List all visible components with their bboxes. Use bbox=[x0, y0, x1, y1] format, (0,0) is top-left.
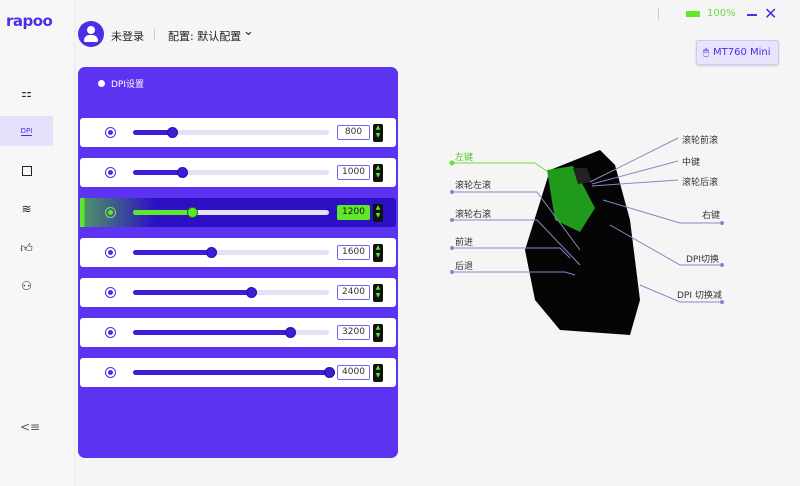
dpi-value-input[interactable]: 2400 bbox=[337, 285, 370, 300]
chevron-down-icon[interactable]: ⌄ bbox=[243, 24, 254, 39]
sidebar-item-dpi[interactable]: DPI bbox=[0, 116, 53, 146]
dpi-level-radio[interactable] bbox=[105, 127, 116, 138]
dpi-slider[interactable] bbox=[133, 207, 329, 218]
dpi-stepper[interactable]: ▲▼ bbox=[373, 364, 383, 382]
login-status[interactable]: 未登录 bbox=[111, 30, 144, 43]
slider-fill bbox=[133, 370, 329, 375]
thumbs-up-icon: 👍︎ bbox=[20, 240, 33, 255]
slider-thumb[interactable] bbox=[245, 287, 257, 298]
dpi-level-row[interactable]: 1000▲▼ bbox=[80, 158, 396, 187]
dpi-level-row[interactable]: 1600▲▼ bbox=[80, 238, 396, 267]
label-back[interactable]: 后退 bbox=[455, 262, 474, 272]
slider-thumb[interactable] bbox=[324, 367, 335, 378]
close-button[interactable]: ✕ bbox=[764, 4, 778, 23]
dpi-panel-title: DPI设置 bbox=[98, 77, 144, 90]
slider-thumb[interactable] bbox=[186, 207, 198, 218]
dpi-level-row[interactable]: 4000▲▼ bbox=[80, 358, 396, 387]
dpi-value-input[interactable]: 1000 bbox=[337, 165, 370, 180]
dpi-slider[interactable] bbox=[133, 327, 329, 338]
mouse-wheel bbox=[573, 168, 592, 184]
dpi-stepper[interactable]: ▲▼ bbox=[373, 244, 383, 262]
collapse-sidebar-icon[interactable]: <≡ bbox=[20, 420, 41, 434]
label-middle[interactable]: 中键 bbox=[682, 158, 701, 168]
dpi-slider[interactable] bbox=[133, 167, 329, 178]
label-right-button[interactable]: 右键 bbox=[702, 211, 721, 221]
label-dpi-switch[interactable]: DPI切换 bbox=[686, 255, 720, 265]
user-icon: ⚇ bbox=[21, 279, 32, 293]
slider-thumb[interactable] bbox=[284, 327, 296, 338]
slider-thumb[interactable] bbox=[167, 127, 179, 138]
dpi-level-radio[interactable] bbox=[105, 327, 116, 338]
config-selector[interactable]: 配置: 默认配置 bbox=[168, 30, 242, 43]
device-name: MT760 Mini bbox=[713, 47, 771, 58]
dot-icon bbox=[98, 80, 105, 87]
label-left-button[interactable]: 左键 bbox=[455, 153, 474, 163]
mouse-wireless-icon: 🖱︎ bbox=[703, 47, 709, 58]
dpi-slider[interactable] bbox=[133, 367, 335, 378]
mouse-left-button bbox=[547, 166, 595, 232]
dpi-level-radio[interactable] bbox=[105, 247, 116, 258]
dpi-level-row[interactable]: 800▲▼ bbox=[80, 118, 396, 147]
dpi-value-input[interactable]: 1200 bbox=[337, 205, 370, 220]
label-scroll-left[interactable]: 滚轮左滚 bbox=[455, 181, 492, 191]
dpi-level-radio[interactable] bbox=[105, 287, 116, 298]
minimize-button[interactable] bbox=[747, 14, 757, 16]
dpi-stepper[interactable]: ▲▼ bbox=[373, 324, 383, 342]
chart-icon bbox=[21, 166, 32, 176]
slider-fill bbox=[133, 170, 182, 175]
sidebar-item-home[interactable]: ⚏ bbox=[0, 78, 53, 108]
dpi-level-radio[interactable] bbox=[105, 167, 116, 178]
dpi-stepper[interactable]: ▲▼ bbox=[373, 164, 383, 182]
slider-fill bbox=[133, 130, 173, 135]
dpi-level-row[interactable]: 3200▲▼ bbox=[80, 318, 396, 347]
dpi-value-input[interactable]: 3200 bbox=[337, 325, 370, 340]
dpi-level-row[interactable]: 2400▲▼ bbox=[80, 278, 396, 307]
dpi-slider[interactable] bbox=[133, 247, 329, 258]
battery-level: 100% bbox=[707, 8, 736, 19]
rapoo-logo: rapoo bbox=[6, 12, 53, 30]
dpi-level-radio[interactable] bbox=[105, 367, 116, 378]
mouse-diagram bbox=[449, 137, 724, 335]
label-scroll-down[interactable]: 滚轮后滚 bbox=[682, 178, 719, 188]
sidebar-item-profiles[interactable]: ≋ bbox=[0, 194, 53, 224]
dpi-level-radio[interactable] bbox=[105, 207, 116, 218]
dpi-icon: DPI bbox=[20, 126, 33, 136]
dpi-stepper[interactable]: ▲▼ bbox=[373, 124, 383, 142]
label-scroll-right[interactable]: 滚轮右滚 bbox=[455, 210, 492, 220]
slider-fill bbox=[133, 250, 212, 255]
sidebar-item-account[interactable]: ⚇ bbox=[0, 271, 53, 301]
divider bbox=[154, 29, 155, 40]
dpi-value-input[interactable]: 4000 bbox=[337, 365, 370, 380]
slider-thumb[interactable] bbox=[177, 167, 188, 178]
slider-fill bbox=[133, 210, 192, 215]
sidebar-item-stats[interactable] bbox=[0, 156, 53, 186]
layers-icon: ≋ bbox=[21, 202, 32, 216]
label-dpi-down[interactable]: DPI 切换减 bbox=[677, 291, 722, 301]
dpi-value-input[interactable]: 1600 bbox=[337, 245, 370, 260]
grid-icon: ⚏ bbox=[21, 86, 32, 100]
dpi-value-input[interactable]: 800 bbox=[337, 125, 370, 140]
dpi-level-row[interactable]: 1200▲▼ bbox=[80, 198, 396, 227]
avatar[interactable] bbox=[78, 21, 104, 47]
sidebar-item-recommend[interactable]: 👍︎ bbox=[0, 233, 53, 263]
slider-fill bbox=[133, 330, 290, 335]
dpi-slider[interactable] bbox=[133, 287, 329, 298]
sidebar bbox=[0, 0, 75, 486]
slider-thumb[interactable] bbox=[206, 247, 218, 258]
label-forward[interactable]: 前进 bbox=[455, 238, 474, 248]
label-scroll-up[interactable]: 滚轮前滚 bbox=[682, 136, 719, 146]
dpi-stepper[interactable]: ▲▼ bbox=[373, 204, 383, 222]
dpi-slider[interactable] bbox=[133, 127, 329, 138]
dpi-stepper[interactable]: ▲▼ bbox=[373, 284, 383, 302]
device-button[interactable]: 🖱︎ MT760 Mini bbox=[696, 40, 779, 65]
slider-fill bbox=[133, 290, 251, 295]
divider bbox=[658, 8, 659, 20]
battery-icon bbox=[686, 11, 700, 17]
dpi-title-label: DPI设置 bbox=[111, 80, 145, 90]
